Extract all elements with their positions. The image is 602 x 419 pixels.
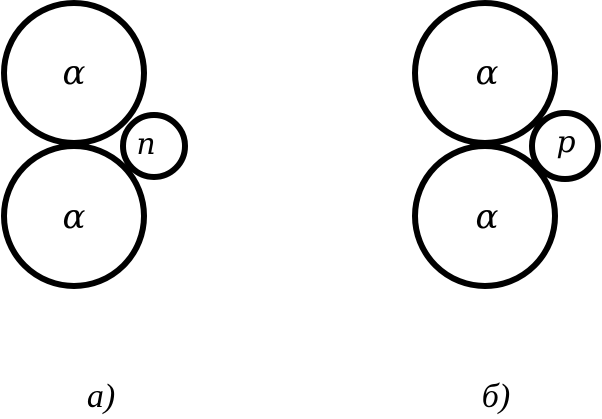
panel-a: α α n а) — [1, 0, 188, 415]
neutron-circle — [120, 112, 188, 180]
neutron-label: n — [136, 127, 155, 162]
alpha-top-label: α — [476, 53, 499, 93]
alpha-bottom-label: α — [476, 197, 499, 237]
alpha-particle-bottom-circle — [412, 143, 558, 289]
panel-a-caption: а) — [87, 378, 115, 415]
panel-b: α α p б) — [412, 0, 601, 415]
alpha-particle-bottom-circle — [1, 143, 147, 289]
alpha-top-label: α — [63, 53, 86, 93]
alpha-bottom-label: α — [63, 197, 86, 237]
panel-b-caption: б) — [482, 378, 510, 415]
proton-label: p — [556, 125, 575, 160]
proton-circle — [529, 110, 601, 182]
